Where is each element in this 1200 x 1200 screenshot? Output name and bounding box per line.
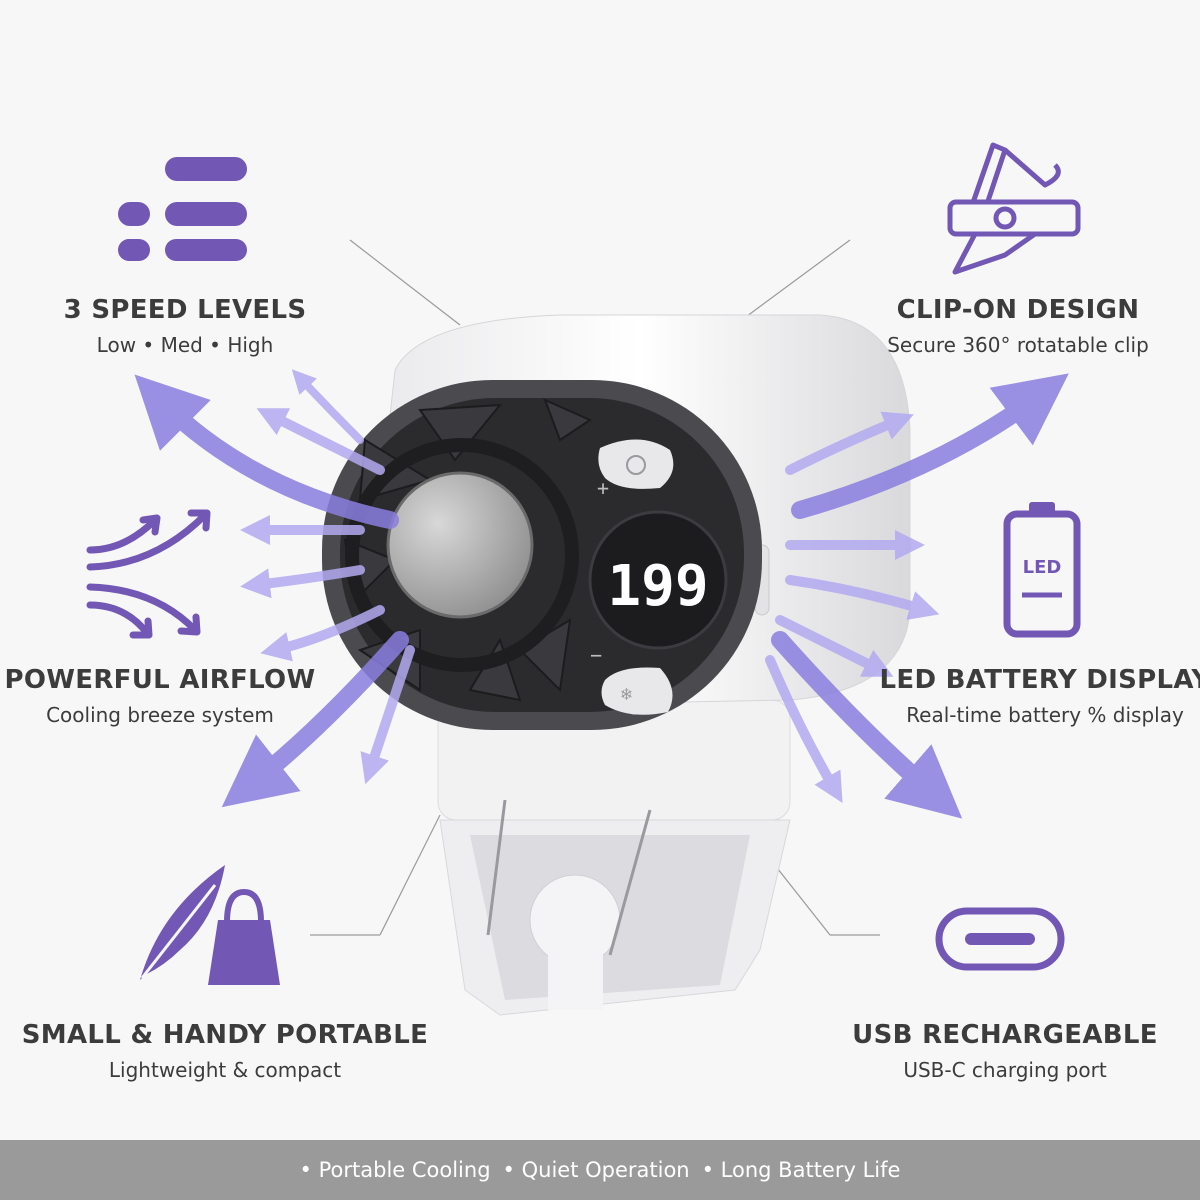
arrow-up-right: [791, 373, 1069, 519]
usb-c-icon: [935, 907, 1065, 971]
cooling-mode-button[interactable]: [601, 667, 673, 715]
feature-subtitle: Low • Med • High: [96, 333, 274, 357]
minus-label: −: [590, 643, 602, 667]
display-value: 199: [607, 554, 708, 619]
clip-icon: [947, 142, 1081, 275]
feature-led-battery: LED BATTERY DISPLAY Real-time battery % …: [845, 665, 1200, 727]
power-button[interactable]: [598, 439, 674, 489]
benefit-item: • Portable Cooling: [299, 1158, 491, 1182]
connector-portable-diag: [379, 814, 441, 936]
benefit-item: • Long Battery Life: [701, 1158, 901, 1182]
feather-bag-icon: [140, 865, 280, 985]
feature-subtitle: USB-C charging port: [903, 1058, 1107, 1082]
feature-title: USB RECHARGEABLE: [852, 1020, 1158, 1050]
feature-title: LED BATTERY DISPLAY: [879, 665, 1200, 695]
feature-title: POWERFUL AIRFLOW: [4, 665, 316, 695]
bottom-benefits-bar: • Portable Cooling • Quiet Operation • L…: [0, 1140, 1200, 1200]
arrow-up-left: [134, 374, 399, 529]
benefit-item: • Quiet Operation: [502, 1158, 690, 1182]
plus-label: +: [597, 476, 609, 500]
digital-display: [588, 510, 728, 650]
connector-clip: [734, 239, 851, 326]
feature-speed-levels: 3 SPEED LEVELS Low • Med • High: [0, 295, 385, 357]
fan-hub: [386, 471, 534, 619]
fan-body: 199 + − ❄: [322, 314, 911, 730]
feature-clip-on: CLIP-ON DESIGN Secure 360° rotatable cli…: [818, 295, 1200, 357]
feature-title: SMALL & HANDY PORTABLE: [21, 1020, 429, 1050]
clip-base: [437, 699, 791, 1016]
connector-speed: [349, 239, 461, 326]
speed-levels-icon: [118, 157, 247, 261]
feature-portable: SMALL & HANDY PORTABLE Lightweight & com…: [15, 1020, 435, 1082]
airflow-icon: [86, 509, 211, 639]
feature-subtitle: Cooling breeze system: [46, 703, 274, 727]
snowflake-icon: ❄: [621, 684, 632, 705]
battery-icon: [1003, 502, 1081, 638]
feature-airflow: POWERFUL AIRFLOW Cooling breeze system: [0, 665, 360, 727]
battery-icon-label: LED: [1022, 557, 1062, 578]
arrow-down-left: [221, 631, 409, 808]
feature-subtitle: Lightweight & compact: [108, 1058, 342, 1082]
feature-title: 3 SPEED LEVELS: [63, 295, 307, 325]
arrow-down-right: [771, 631, 963, 819]
feature-subtitle: Secure 360° rotatable clip: [887, 333, 1149, 357]
feature-usb: USB RECHARGEABLE USB-C charging port: [805, 1020, 1200, 1082]
feature-subtitle: Real-time battery % display: [906, 703, 1184, 727]
feature-title: CLIP-ON DESIGN: [896, 295, 1140, 325]
